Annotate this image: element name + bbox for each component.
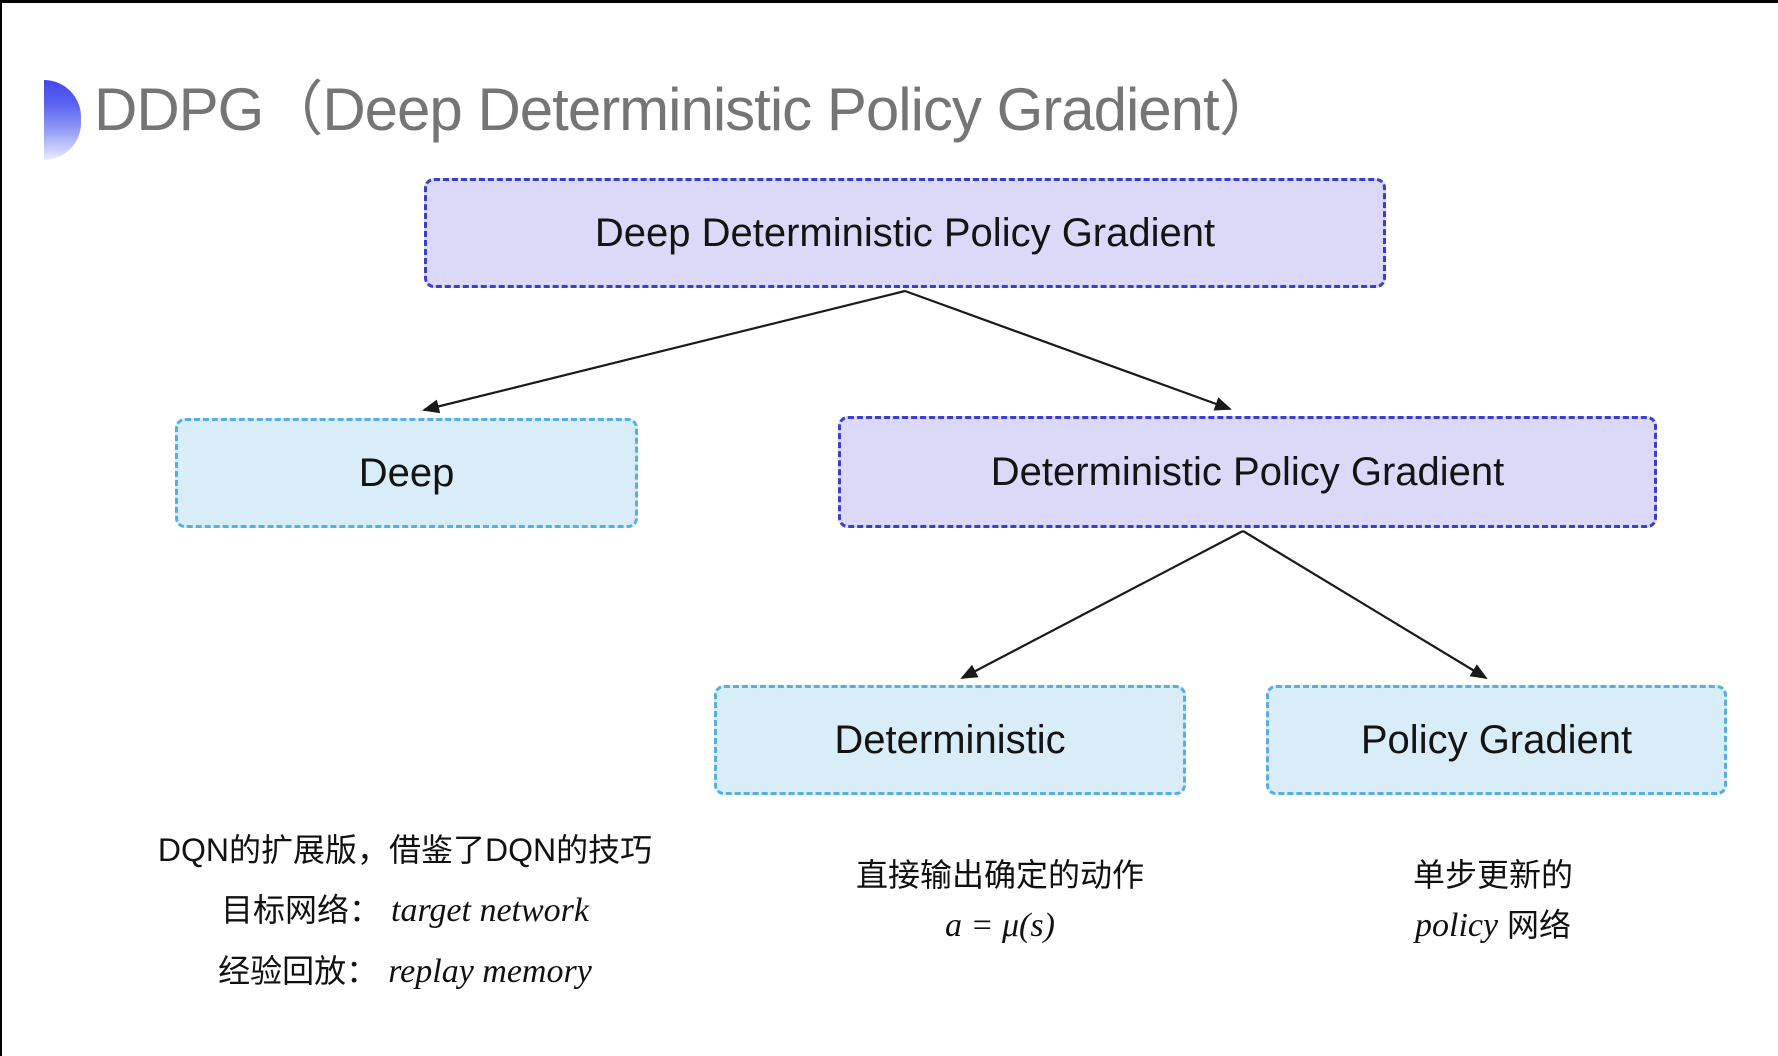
note-formula: a = μ(s) (945, 905, 1055, 946)
note-value-replay-memory: replay memory (388, 953, 592, 990)
note-line: DQN的扩展版，借鉴了DQN的技巧 (157, 832, 653, 868)
note-label-target-network: 目标网络： (220, 892, 381, 928)
note-deterministic: 直接输出确定的动作 a = μ(s) (795, 855, 1205, 946)
node-label: Deep (358, 450, 455, 495)
title-bullet-decoration (44, 80, 81, 160)
note-policy-rest: 网络 (1498, 907, 1571, 943)
node-label: Deterministic (834, 717, 1066, 762)
note-line: 经验回放：replay memory (218, 951, 592, 992)
note-label-replay-memory: 经验回放： (218, 953, 379, 989)
node-deterministic-policy-gradient: Deterministic Policy Gradient (838, 416, 1657, 528)
formula-text: a = μ(s) (945, 907, 1055, 944)
note-line: 单步更新的 (1412, 857, 1573, 893)
node-policy-gradient: Policy Gradient (1266, 685, 1727, 795)
node-label: Policy Gradient (1360, 717, 1633, 762)
node-deterministic: Deterministic (714, 685, 1186, 795)
note-line: policy 网络 (1415, 905, 1571, 946)
note-value-target-network: target network (391, 892, 589, 929)
note-line: 直接输出确定的动作 (855, 857, 1144, 893)
node-label: Deterministic Policy Gradient (990, 449, 1505, 494)
screen-left-border (0, 0, 2, 1056)
note-policy-italic: policy (1415, 907, 1499, 944)
screen-top-border (0, 0, 1778, 3)
note-ddpg-vs-dqn: DQN的扩展版，借鉴了DQN的技巧 目标网络： target network 经验… (105, 830, 705, 992)
node-label: Deep Deterministic Policy Gradient (594, 210, 1216, 255)
note-policy-gradient: 单步更新的 policy 网络 (1288, 855, 1698, 946)
node-deep: Deep (175, 418, 638, 528)
page-title: DDPG（Deep Deterministic Policy Gradient） (94, 76, 1279, 143)
node-deep-deterministic-policy-gradient: Deep Deterministic Policy Gradient (424, 178, 1386, 288)
note-line: 目标网络： target network (221, 890, 589, 931)
